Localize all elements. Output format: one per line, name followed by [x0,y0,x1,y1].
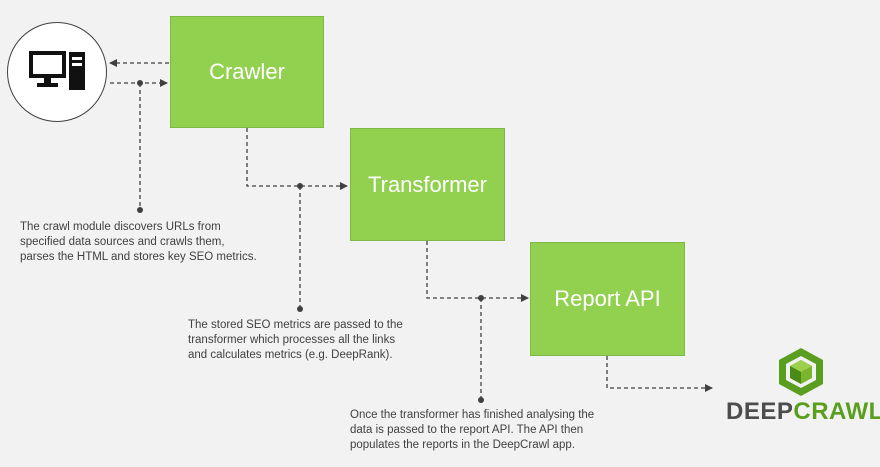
crawler-label: Crawler [209,59,285,84]
client-computer [7,22,107,122]
crawler-node: Crawler [170,16,324,128]
pointer-end-dot [297,306,303,312]
note-transformer-done: Once the transformer has finished analys… [350,409,595,451]
note-crawl-module: The crawl module discovers URLs from spe… [20,221,257,263]
deepcrawl-logo: DEEPCRAWL [726,346,880,430]
deepcrawl-wordmark: DEEPCRAWL [726,398,880,425]
junction-dot [478,295,484,301]
connector-transformer-to-report [426,241,529,302]
connector-report-to-deepcrawl [606,356,713,392]
deepcrawl-logo-icon [779,348,823,396]
report-api-node: Report API [530,242,685,356]
report-api-label: Report API [554,286,661,311]
transformer-label: Transformer [368,171,487,197]
connector-crawler-to-transformer [246,128,348,190]
note-stored-metrics: The stored SEO metrics are passed to the… [188,319,403,361]
pointer-end-dot [137,207,143,213]
junction-dot [137,80,143,86]
transformer-node: Transformer [350,128,505,241]
desktop-computer-icon [29,51,85,90]
junction-dot [297,183,303,189]
pointer-end-dot [478,397,484,403]
